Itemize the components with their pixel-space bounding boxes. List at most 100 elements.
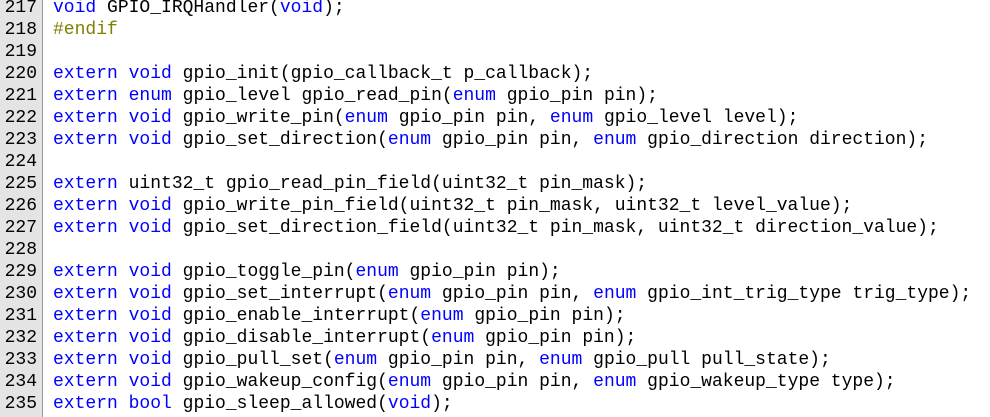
code-token: gpio_pin pin); [398, 262, 561, 282]
keyword-token: void [128, 372, 172, 392]
code-token: gpio_pin pin, [377, 350, 540, 370]
code-line[interactable]: 220 extern void gpio_init(gpio_callback_t… [0, 63, 990, 85]
code-line[interactable]: 221 extern enum gpio_level gpio_read_pin(… [0, 85, 990, 107]
line-number: 229 [4, 262, 37, 282]
code-token: ); [431, 394, 453, 414]
line-number: 231 [4, 306, 37, 326]
code-token: gpio_set_direction_field(uint32_t pin_ma… [171, 218, 939, 238]
code-line[interactable]: 217 void GPIO_IRQHandler(void); [0, 0, 990, 19]
code-text[interactable]: extern void gpio_write_pin(enum gpio_pin… [53, 107, 798, 129]
code-token [118, 306, 129, 326]
code-token: gpio_pin pin); [495, 86, 658, 106]
code-text[interactable]: extern void gpio_set_interrupt(enum gpio… [53, 283, 971, 305]
line-number: 222 [4, 108, 37, 128]
code-text[interactable]: extern void gpio_pull_set(enum gpio_pin … [53, 349, 831, 371]
line-number: 225 [4, 174, 37, 194]
code-text[interactable]: extern void gpio_wakeup_config(enum gpio… [53, 371, 896, 393]
code-text[interactable]: extern void gpio_init(gpio_callback_t p_… [53, 63, 593, 85]
keyword-token: void [387, 394, 432, 414]
keyword-token: void [128, 130, 172, 150]
code-token [118, 64, 129, 84]
code-token: gpio_sleep_allowed( [171, 394, 388, 414]
code-line[interactable]: 224 [0, 151, 990, 173]
keyword-token: enum [344, 108, 388, 128]
code-line[interactable]: 233 extern void gpio_pull_set(enum gpio_p… [0, 349, 990, 371]
code-token: gpio_pull_set( [171, 350, 334, 370]
keyword-token: enum [431, 328, 475, 348]
keyword-token: extern [53, 262, 118, 282]
code-text[interactable]: extern void gpio_write_pin_field(uint32_… [53, 195, 852, 217]
code-line[interactable]: 228 [0, 239, 990, 261]
code-line[interactable]: 231 extern void gpio_enable_interrupt(enu… [0, 305, 990, 327]
code-line[interactable]: 229 extern void gpio_toggle_pin(enum gpio… [0, 261, 990, 283]
code-token [118, 108, 129, 128]
code-text[interactable]: extern void gpio_enable_interrupt(enum g… [53, 305, 626, 327]
code-token [118, 394, 129, 414]
code-token: gpio_toggle_pin( [171, 262, 356, 282]
code-token: gpio_set_interrupt( [171, 284, 388, 304]
line-number: 232 [4, 328, 37, 348]
code-token: gpio_level gpio_read_pin( [171, 86, 453, 106]
code-token [118, 130, 129, 150]
keyword-token: extern [53, 394, 118, 414]
code-text[interactable]: extern bool gpio_sleep_allowed(void); [53, 393, 453, 415]
code-line[interactable]: 219 [0, 41, 990, 63]
line-number: 230 [4, 284, 37, 304]
keyword-token: bool [128, 394, 172, 414]
keyword-token: extern [53, 372, 118, 392]
keyword-token: extern [53, 350, 118, 370]
code-text[interactable]: void GPIO_IRQHandler(void); [53, 0, 345, 19]
line-number: 220 [4, 64, 37, 84]
code-text[interactable]: extern uint32_t gpio_read_pin_field(uint… [53, 173, 647, 195]
code-text[interactable]: extern void gpio_disable_interrupt(enum … [53, 327, 636, 349]
code-token: uint32_t gpio_read_pin_field(uint32_t pi… [117, 174, 648, 194]
code-token: ); [323, 0, 345, 18]
line-number: 221 [4, 86, 37, 106]
keyword-token: extern [53, 306, 118, 326]
code-line[interactable]: 218#endif [0, 19, 990, 41]
keyword-token: extern [53, 174, 118, 194]
code-token: gpio_direction direction); [636, 130, 929, 150]
keyword-token: extern [53, 218, 118, 238]
code-line[interactable]: 230 extern void gpio_set_interrupt(enum g… [0, 283, 990, 305]
code-line[interactable]: 223 extern void gpio_set_direction(enum g… [0, 129, 990, 151]
code-token [118, 262, 129, 282]
code-token: gpio_wakeup_type type); [636, 372, 896, 392]
code-text[interactable]: #endif [53, 19, 118, 41]
keyword-token: enum [387, 372, 432, 392]
code-token: gpio_level level); [593, 108, 799, 128]
line-number: 223 [4, 130, 37, 150]
code-text[interactable]: extern void gpio_set_direction_field(uin… [53, 217, 939, 239]
keyword-token: void [128, 64, 172, 84]
keyword-token: void [128, 306, 172, 326]
code-token: GPIO_IRQHandler( [96, 0, 280, 18]
keyword-token: void [128, 284, 172, 304]
code-text[interactable]: extern void gpio_set_direction(enum gpio… [53, 129, 928, 151]
code-line[interactable]: 222 extern void gpio_write_pin(enum gpio_… [0, 107, 990, 129]
line-number: 233 [4, 350, 37, 370]
code-token: gpio_wakeup_config( [171, 372, 388, 392]
keyword-token: enum [593, 130, 637, 150]
code-line[interactable]: 232 extern void gpio_disable_interrupt(en… [0, 327, 990, 349]
line-number: 217 [4, 0, 37, 18]
keyword-token: extern [53, 284, 118, 304]
code-token [118, 328, 129, 348]
code-token: gpio_pin pin); [463, 306, 626, 326]
code-text[interactable]: extern enum gpio_level gpio_read_pin(enu… [53, 85, 658, 107]
keyword-token: enum [128, 86, 172, 106]
keyword-token: void [128, 218, 172, 238]
keyword-token: void [279, 0, 324, 18]
code-text[interactable]: extern void gpio_toggle_pin(enum gpio_pi… [53, 261, 561, 283]
code-token: gpio_write_pin_field(uint32_t pin_mask, … [171, 196, 853, 216]
keyword-token: extern [53, 328, 118, 348]
code-line[interactable]: 225 extern uint32_t gpio_read_pin_field(u… [0, 173, 990, 195]
code-token [118, 372, 129, 392]
keyword-token: void [128, 108, 172, 128]
code-token: gpio_pin pin, [431, 372, 594, 392]
